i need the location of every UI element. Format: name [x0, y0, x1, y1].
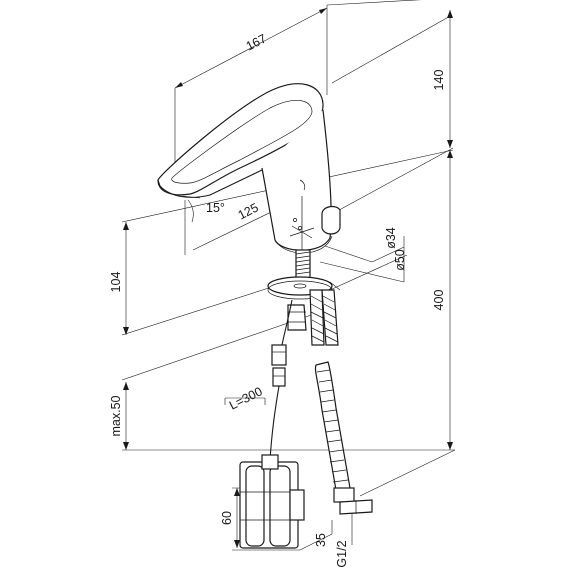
dim-d50: ø50 — [393, 249, 407, 271]
arrowheads — [123, 8, 453, 548]
dim-140: 140 — [432, 70, 446, 91]
dim-104: 104 — [109, 272, 123, 293]
dim-400: 400 — [432, 290, 446, 311]
dim-g12: G1/2 — [335, 540, 349, 567]
cable — [269, 299, 293, 461]
dim-35: 35 — [314, 533, 328, 547]
dim-60: 60 — [220, 511, 234, 525]
dim-max-50: max.50 — [109, 395, 123, 436]
hoses — [309, 289, 373, 515]
dim-15-deg: 15° — [206, 201, 225, 215]
dim-167: 167 — [244, 31, 269, 53]
dim-d34: ø34 — [384, 227, 398, 249]
battery-pack — [239, 454, 305, 549]
faucet-body — [157, 83, 341, 262]
dim-l300: L=300 — [227, 384, 265, 412]
